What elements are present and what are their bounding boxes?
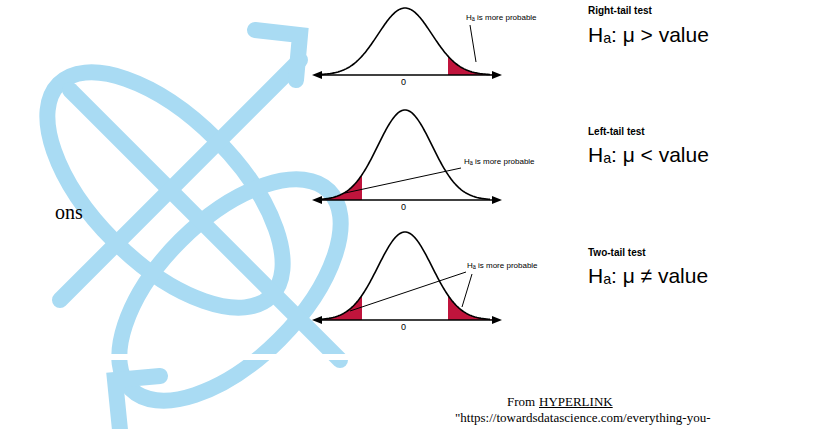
axis-line xyxy=(318,319,496,321)
test-name: Left-tail test xyxy=(588,126,645,138)
source-text: From xyxy=(507,395,535,410)
axis-arrow xyxy=(492,196,502,204)
hypothesis: Hₐ: μ > value xyxy=(588,23,709,47)
cut-off-text: ons xyxy=(55,201,83,224)
axis-zero: 0 xyxy=(401,202,406,212)
axis-zero: 0 xyxy=(401,322,406,332)
axis-arrow xyxy=(312,196,322,204)
test-name: Two-tail test xyxy=(588,247,646,259)
axis-arrow xyxy=(492,316,502,324)
hypothesis: Hₐ: μ < value xyxy=(588,143,709,167)
axis-line xyxy=(318,199,496,201)
hypothesis: Hₐ: μ ≠ value xyxy=(588,264,708,288)
source-link: HYPERLINK xyxy=(539,395,613,410)
leader-line xyxy=(462,274,472,307)
callout-text: Hₐ is more probable xyxy=(463,157,536,166)
source-url: "https://towardsdatascience.com/everythi… xyxy=(455,411,710,426)
axis-arrow xyxy=(312,71,322,79)
bell-curve xyxy=(322,110,490,199)
callout-text: Hₐ is more probable xyxy=(466,261,539,270)
axis-arrow xyxy=(312,316,322,324)
bell-curve xyxy=(322,232,490,319)
axis-arrow xyxy=(492,71,502,79)
axis-line xyxy=(318,74,496,76)
leader-line xyxy=(345,168,461,193)
leader-line xyxy=(350,272,466,311)
leader-line xyxy=(470,25,476,62)
callout-text: Hₐ is more probable xyxy=(465,13,538,22)
axis-zero: 0 xyxy=(401,77,406,87)
test-name: Right-tail test xyxy=(588,5,652,17)
